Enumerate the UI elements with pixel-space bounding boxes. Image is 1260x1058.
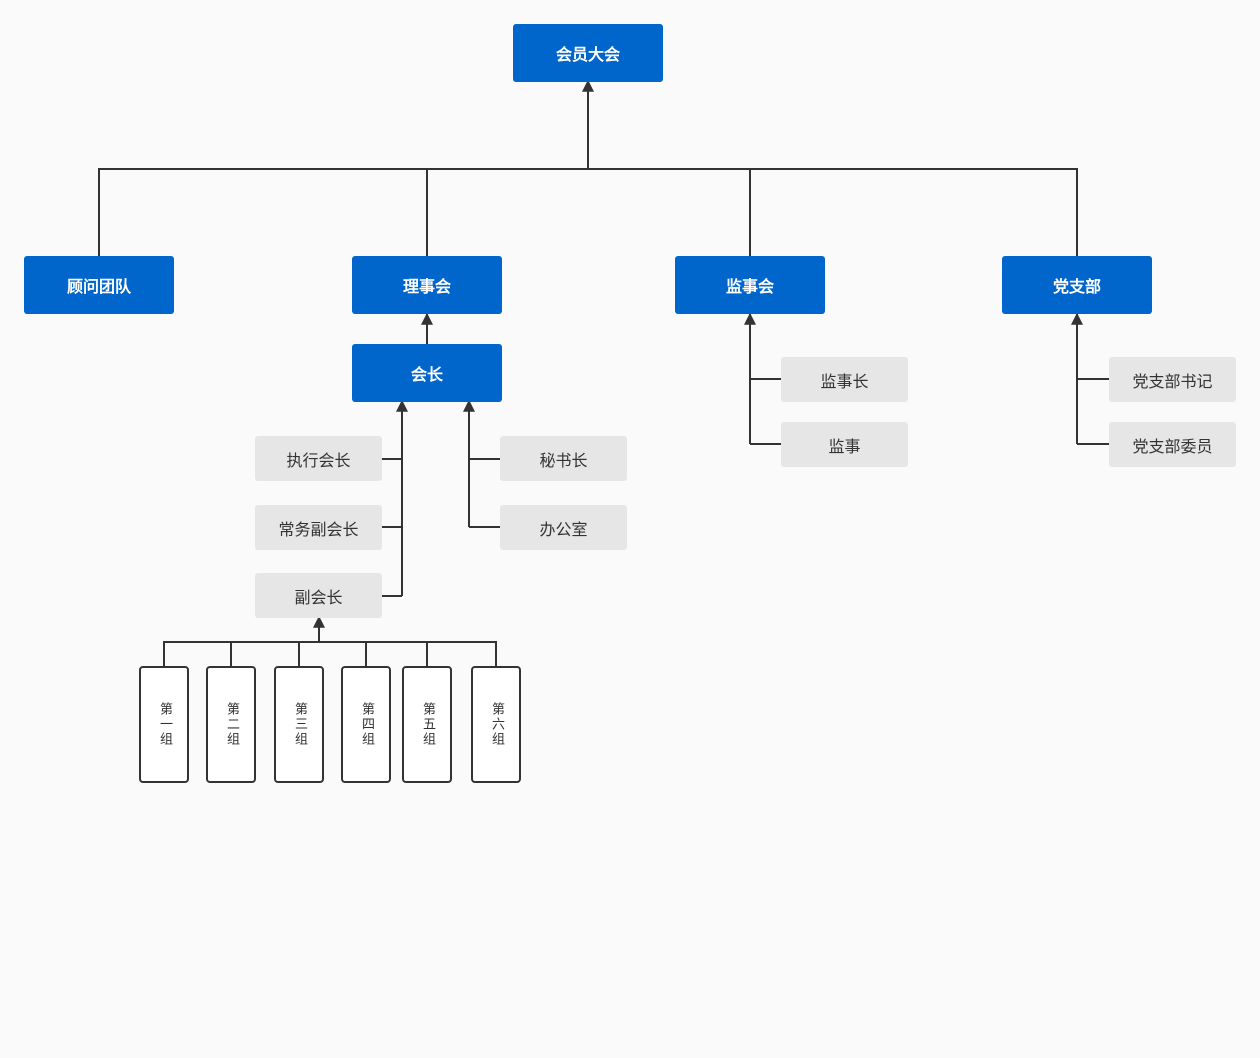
group-label: 第三组: [292, 702, 307, 747]
node-vice-president: 副会长: [255, 573, 382, 618]
node-advisory-team: 顾问团队: [24, 256, 174, 314]
node-party-secretary: 党支部书记: [1109, 357, 1236, 402]
node-group-5: 第五组: [402, 666, 452, 783]
node-party-committee-member: 党支部委员: [1109, 422, 1236, 467]
node-supervisor: 监事: [781, 422, 908, 467]
node-office: 办公室: [500, 505, 627, 550]
node-general-assembly: 会员大会: [513, 24, 663, 82]
node-board-of-directors: 理事会: [352, 256, 502, 314]
group-label: 第四组: [359, 702, 374, 747]
node-executive-president: 执行会长: [255, 436, 382, 481]
node-group-4: 第四组: [341, 666, 391, 783]
node-group-6: 第六组: [471, 666, 521, 783]
node-standing-vice-president: 常务副会长: [255, 505, 382, 550]
node-group-2: 第二组: [206, 666, 256, 783]
group-label: 第二组: [224, 702, 239, 747]
group-label: 第五组: [420, 702, 435, 747]
node-president: 会长: [352, 344, 502, 402]
node-party-branch: 党支部: [1002, 256, 1152, 314]
node-group-1: 第一组: [139, 666, 189, 783]
node-secretary-general: 秘书长: [500, 436, 627, 481]
node-board-of-supervisors: 监事会: [675, 256, 825, 314]
node-group-3: 第三组: [274, 666, 324, 783]
group-label: 第一组: [157, 702, 172, 747]
group-label: 第六组: [489, 702, 504, 747]
node-chief-supervisor: 监事长: [781, 357, 908, 402]
